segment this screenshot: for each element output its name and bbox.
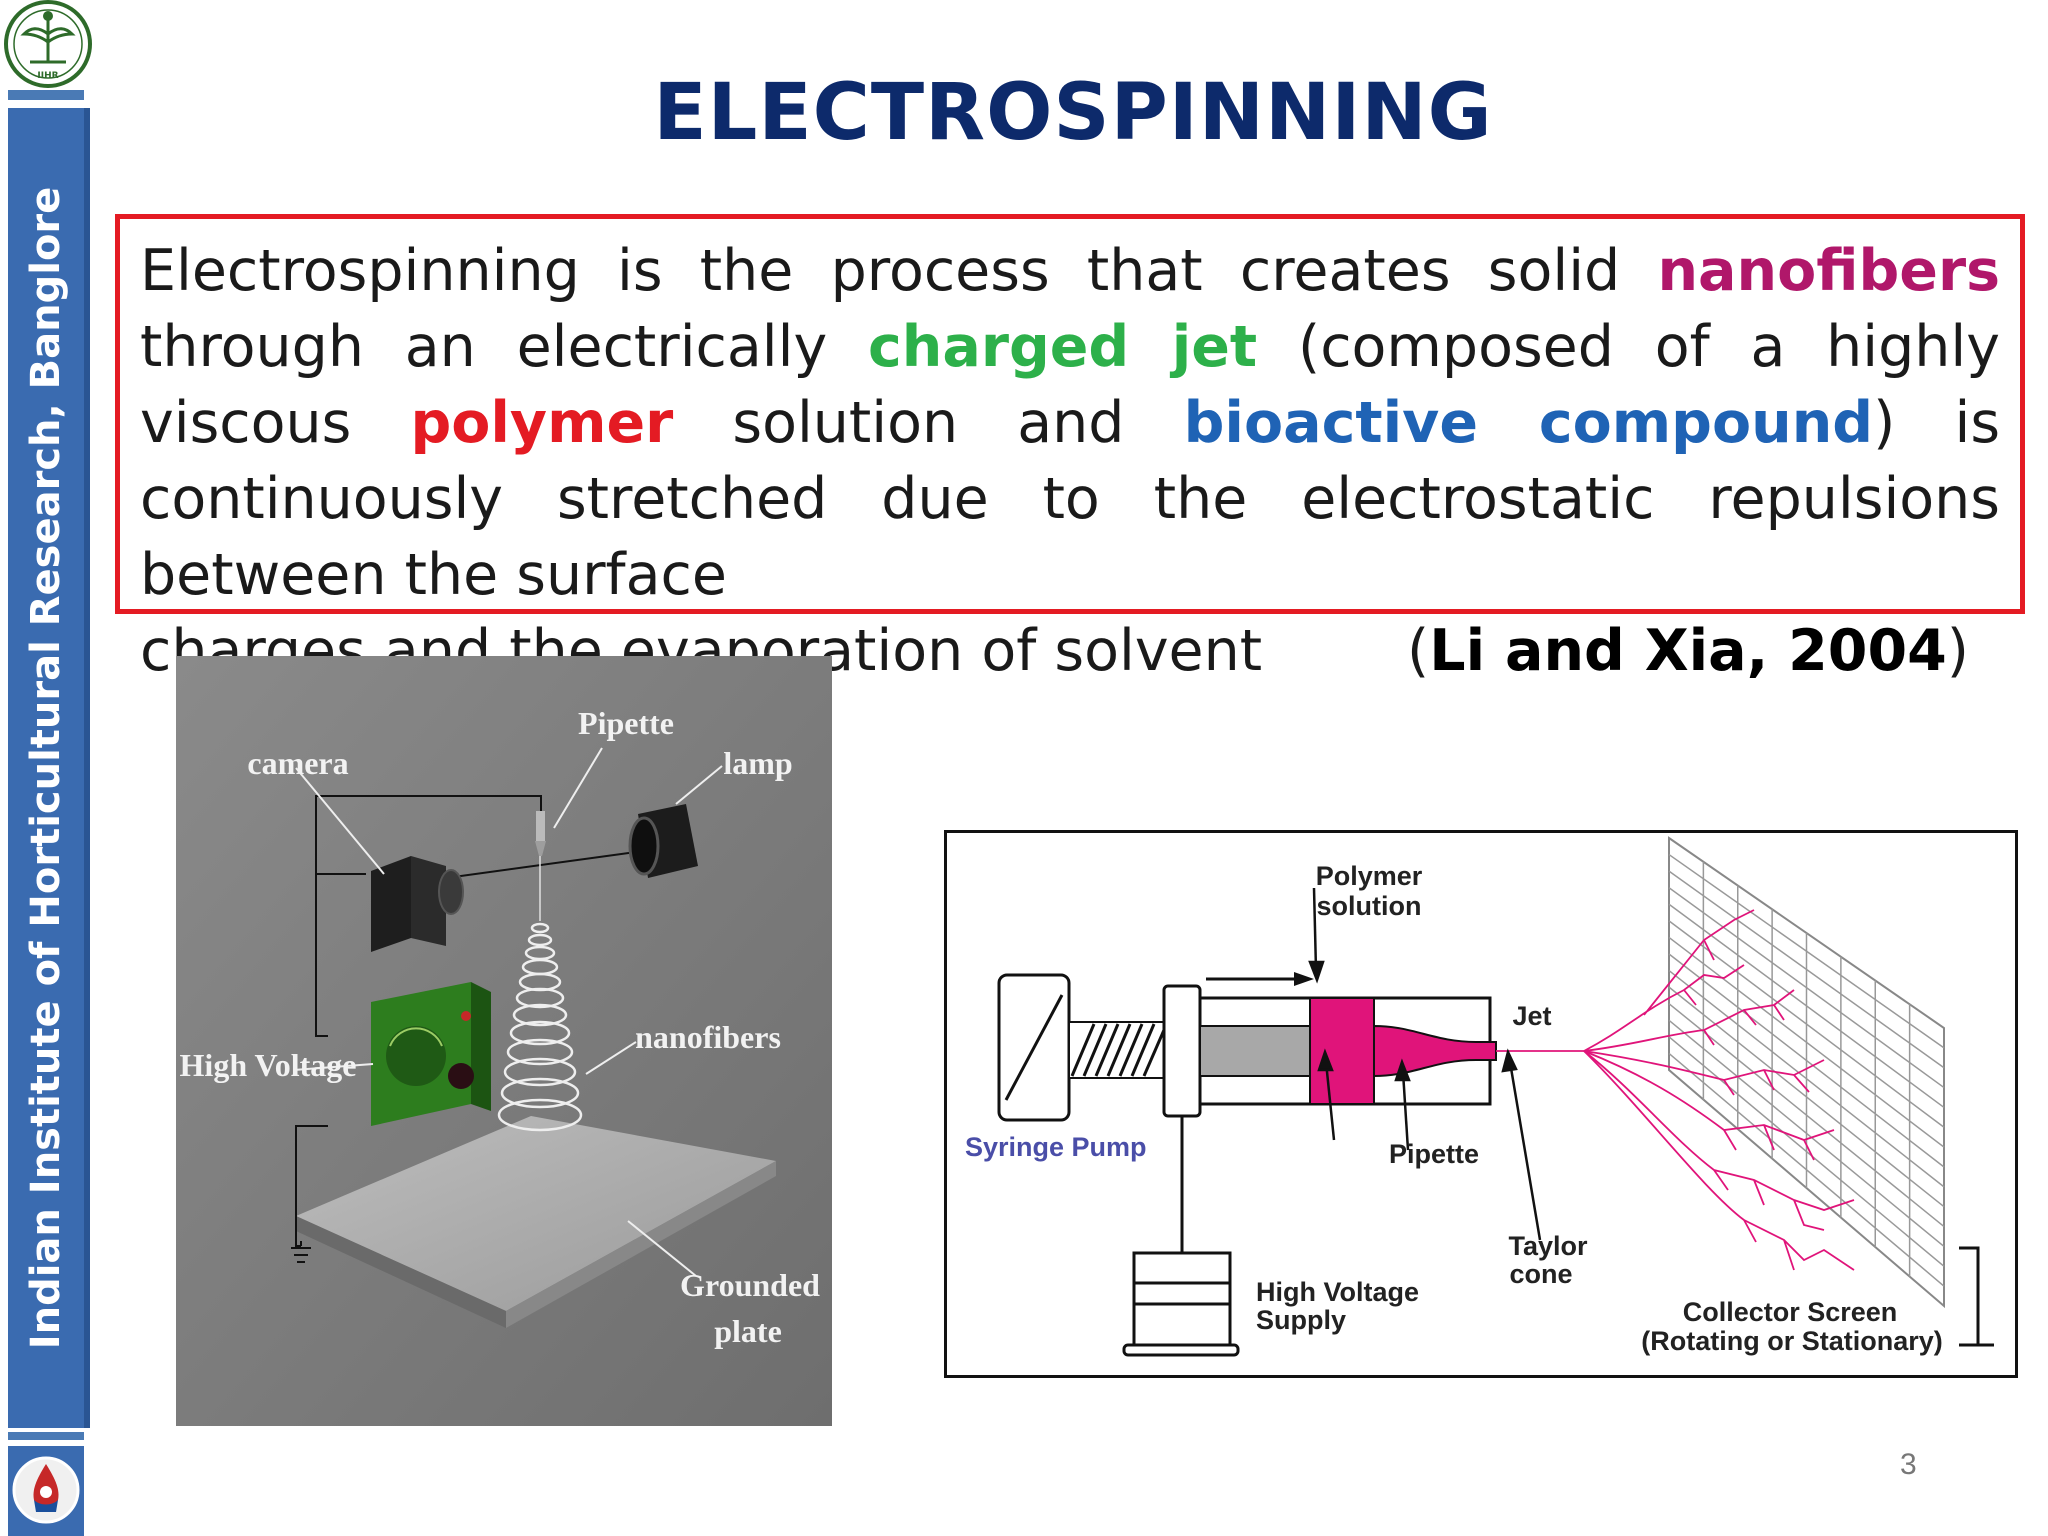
polymer-solution	[1309, 997, 1375, 1105]
definition-part1: Electrospinning is the process that crea…	[140, 238, 1658, 304]
collector-bracket	[1959, 1246, 1994, 1347]
citation: Li and Xia, 2004	[1429, 618, 1947, 684]
pipette	[535, 811, 546, 921]
electrospinning-apparatus-figure: Pipette camera lamp nanofibers High Volt…	[176, 656, 832, 1426]
keyword-bioactive-compound: bioactive compound	[1183, 390, 1874, 456]
definition-part7: )	[1946, 618, 1970, 684]
svg-text:IIHR: IIHR	[37, 71, 58, 81]
hv-supply	[1122, 1116, 1240, 1357]
grounded-plate	[296, 1116, 776, 1328]
definition-part4: solution and	[673, 390, 1184, 456]
high-voltage-unit	[371, 982, 491, 1126]
push-arrow	[1206, 972, 1314, 986]
label-syringe-pump: Syringe Pump	[965, 1132, 1147, 1162]
label-pipette: Pipette	[578, 705, 674, 741]
definition-part3: (composed of a highly viscous	[140, 314, 2001, 456]
label-rotating-stationary: (Rotating or Stationary)	[1641, 1326, 1943, 1356]
leader-lines	[293, 747, 723, 1277]
label-collector-screen: Collector Screen	[1683, 1297, 1898, 1327]
definition-part2: through an electrically	[140, 314, 868, 380]
label-supply: Supply	[1256, 1305, 1346, 1335]
label-lamp: lamp	[723, 745, 792, 781]
slide-title: ELECTROSPINNING	[653, 68, 1493, 158]
lamp	[628, 804, 698, 878]
sidebar: IIHR Indian Institute of Horticultural R…	[0, 0, 98, 1536]
label-grounded: Grounded	[680, 1267, 820, 1303]
nanofiber-spiral	[497, 922, 583, 1132]
keyword-charged-jet: charged jet	[868, 314, 1258, 380]
keyword-polymer: polymer	[410, 390, 674, 456]
label-high-voltage: High Voltage	[180, 1047, 357, 1083]
label-jet: Jet	[1512, 1001, 1551, 1031]
keyword-nanofibers: nanofibers	[1657, 238, 2000, 304]
label-nanofibers: nanofibers	[635, 1019, 781, 1055]
sidebar-top-band	[8, 90, 84, 100]
syringe-flange	[1162, 984, 1202, 1118]
label-taylor: Taylor	[1508, 1231, 1588, 1261]
plunger-head	[1199, 1025, 1311, 1077]
icar-logo	[8, 1446, 84, 1536]
sidebar-bottom-band	[8, 1432, 84, 1440]
collector-screen	[1668, 836, 1945, 1309]
label-high-voltage-supply: High Voltage	[1256, 1277, 1419, 1307]
definition-part5: ) is continuously stretched due to the e…	[140, 390, 2001, 608]
page-number: 3	[1900, 1448, 1917, 1481]
label-polymer: Polymer	[1316, 861, 1423, 891]
label-cone: cone	[1509, 1259, 1572, 1289]
camera	[371, 856, 464, 952]
institute-name: Indian Institute of Horticultural Resear…	[23, 186, 69, 1350]
electrospinning-schematic-figure: Polymer solution Jet Syringe Pump Pipett…	[944, 830, 2018, 1378]
label-pipette-right: Pipette	[1389, 1139, 1479, 1169]
definition-box: Electrospinning is the process that crea…	[115, 214, 2025, 684]
label-solution: solution	[1317, 891, 1422, 921]
label-plate: plate	[714, 1313, 782, 1349]
syringe-pump	[997, 973, 1071, 1122]
plunger-hatch	[1070, 1023, 1166, 1077]
jet-fibers	[1496, 909, 1855, 1271]
iihr-logo: IIHR	[4, 0, 92, 88]
schematic-arrows	[1308, 887, 1542, 1241]
label-camera: camera	[247, 745, 348, 781]
definition-text: Electrospinning is the process that crea…	[140, 233, 2000, 689]
sidebar-band	[8, 108, 90, 1428]
